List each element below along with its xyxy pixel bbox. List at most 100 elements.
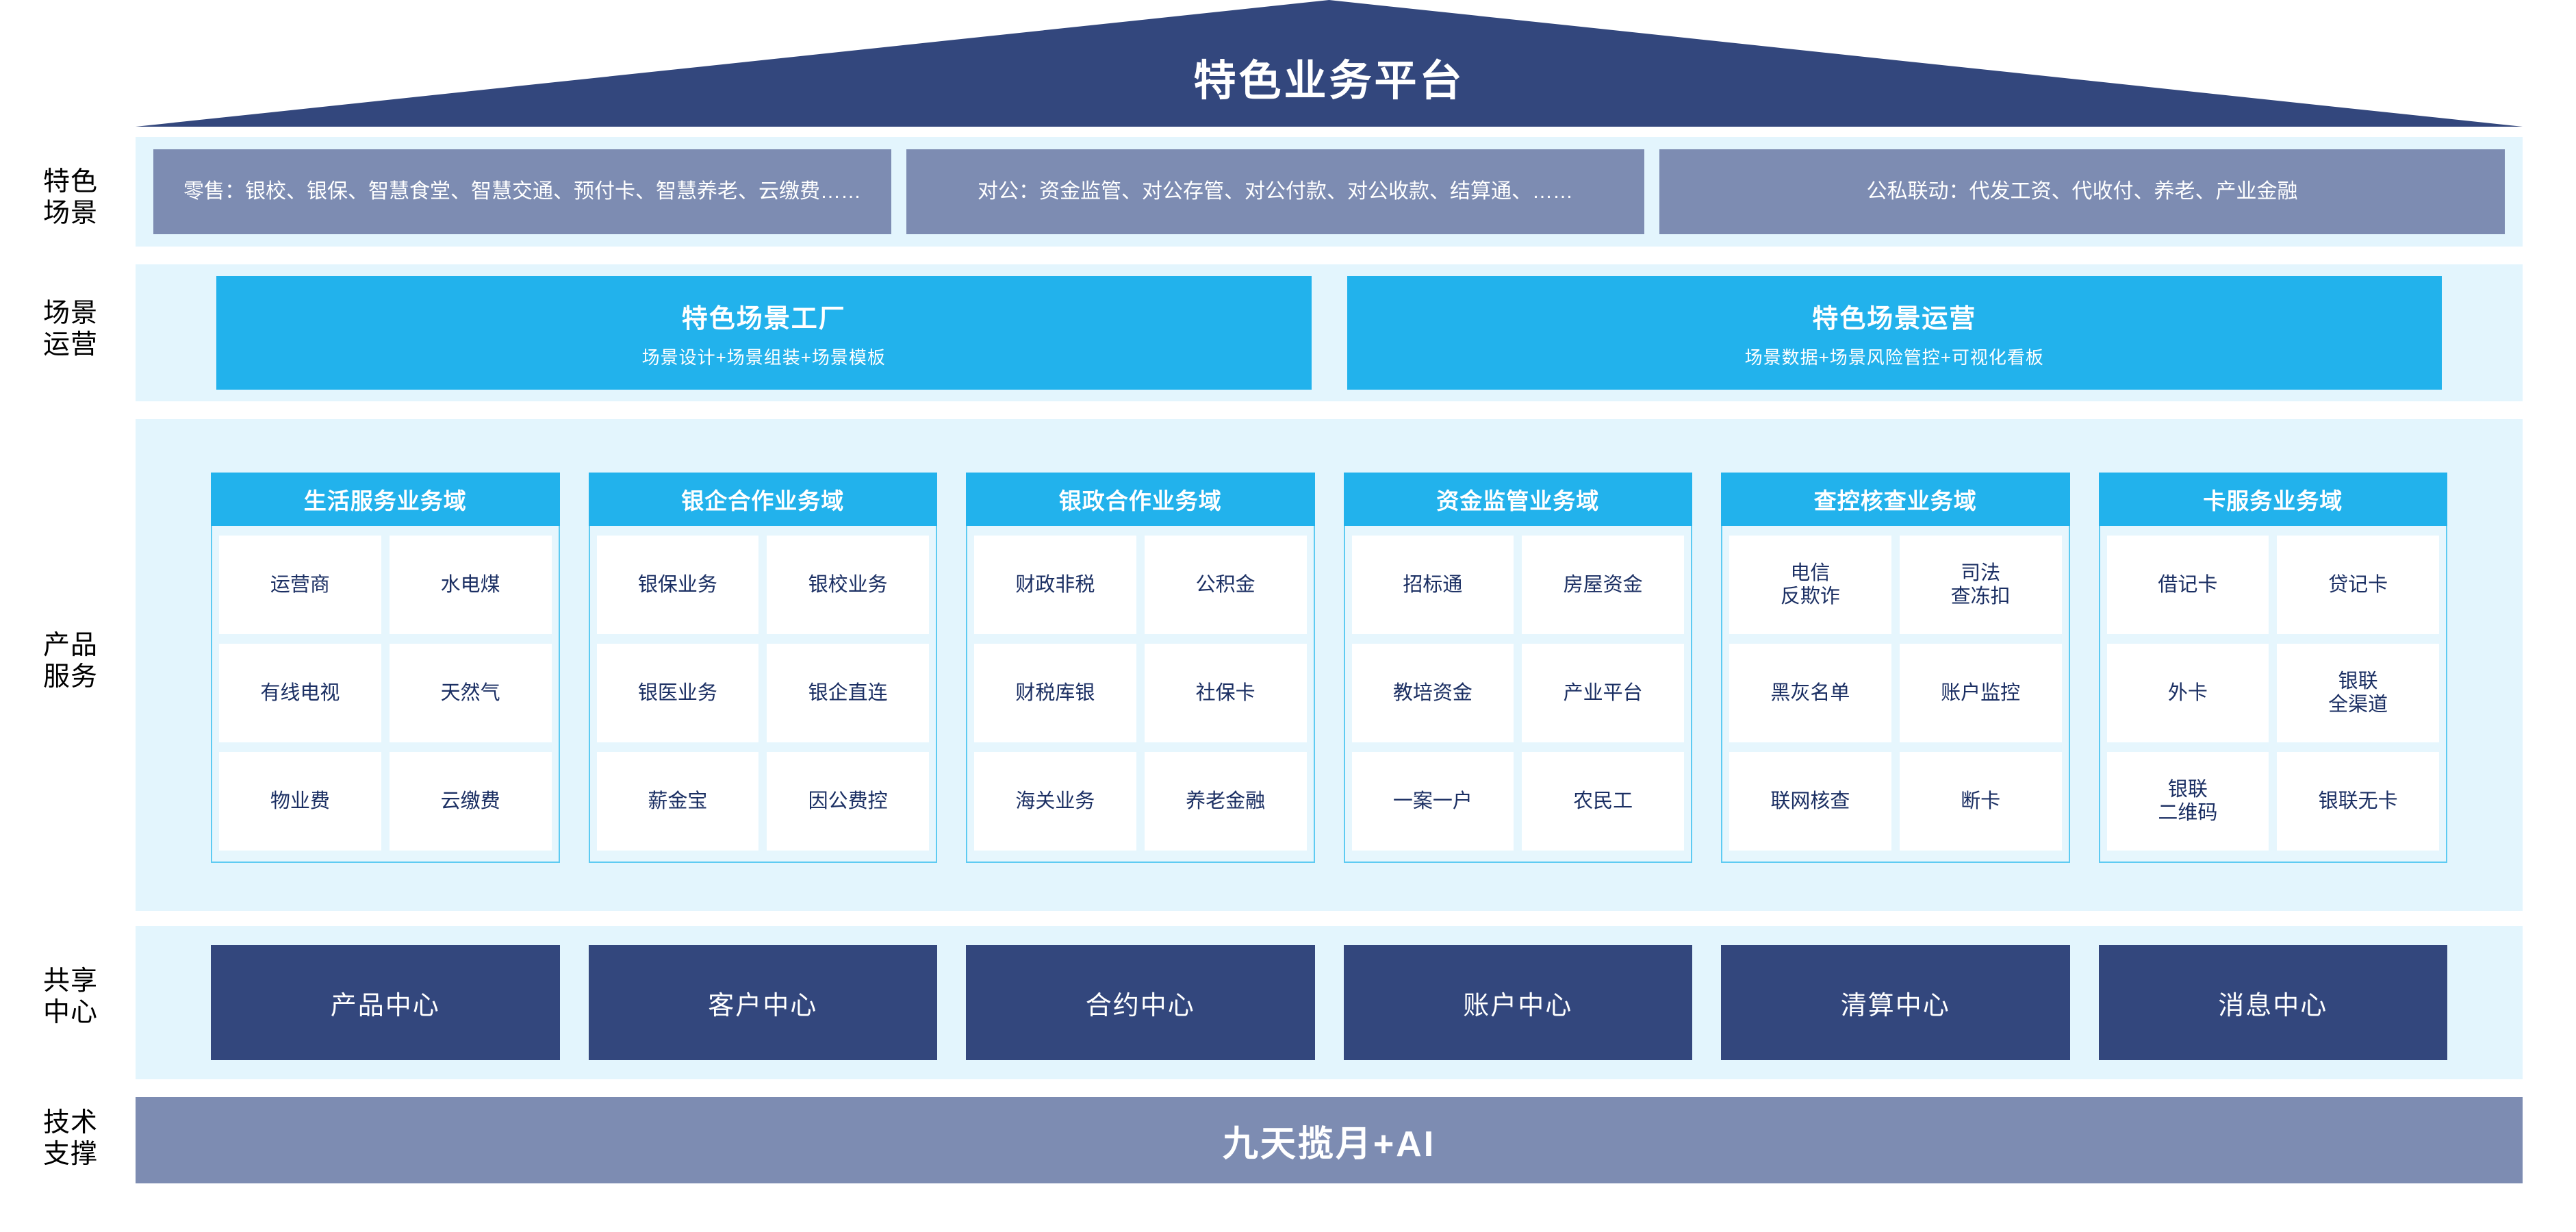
product-column-bank-enterprise: 银企合作业务域银保业务银校业务银医业务银企直连薪金宝因公费控: [588, 473, 937, 863]
product-cell[interactable]: 公积金: [1144, 536, 1307, 634]
product-cell[interactable]: 财税库银: [974, 644, 1136, 742]
shared-center-account[interactable]: 账户中心: [1343, 945, 1692, 1060]
operation-box-scene-operations-title: 特色场景运营: [1812, 304, 1977, 334]
product-cell-row: 外卡银联全渠道: [2106, 644, 2439, 742]
product-cell[interactable]: 招标通: [1351, 536, 1514, 634]
product-cell[interactable]: 断卡: [1899, 752, 2062, 851]
product-cell-row: 黑灰名单账户监控: [1729, 644, 2062, 742]
product-cell-row: 教培资金产业平台: [1351, 644, 1684, 742]
product-column-fund-supervision: 资金监管业务域招标通房屋资金教培资金产业平台一案一户农民工: [1343, 473, 1692, 863]
product-column-header[interactable]: 银政合作业务域: [966, 473, 1315, 526]
scene-row: 零售：银校、银保、智慧食堂、智慧交通、预付卡、智慧养老、云缴费…… 对公：资金监…: [136, 149, 2523, 234]
row-label-operation-line2: 运营: [42, 330, 98, 360]
product-column-header[interactable]: 资金监管业务域: [1343, 473, 1692, 526]
product-column-header[interactable]: 卡服务业务域: [2098, 473, 2447, 526]
operation-box-scene-operations-subtitle: 场景数据+场景风险管控+可视化看板: [1744, 347, 2044, 368]
product-cell[interactable]: 水电煤: [389, 536, 552, 634]
product-cell[interactable]: 电信反欺诈: [1729, 536, 1891, 634]
product-cell[interactable]: 银医业务: [596, 644, 759, 742]
page-title: 特色业务平台: [1193, 58, 1465, 105]
operation-box-scene-operations[interactable]: 特色场景运营 场景数据+场景风险管控+可视化看板: [1347, 276, 2442, 390]
product-cell[interactable]: 借记卡: [2106, 536, 2269, 634]
shared-center-row: 产品中心客户中心合约中心账户中心清算中心消息中心: [136, 945, 2523, 1060]
product-cell[interactable]: 运营商: [219, 536, 381, 634]
product-column-bank-government: 银政合作业务域财政非税公积金财税库银社保卡海关业务养老金融: [966, 473, 1315, 863]
row-label-shared-line2: 中心: [42, 998, 98, 1028]
shared-center-message[interactable]: 消息中心: [2098, 945, 2447, 1060]
product-cell[interactable]: 社保卡: [1144, 644, 1307, 742]
product-cell-row: 银医业务银企直连: [596, 644, 929, 742]
scene-box-public-private[interactable]: 公私联动：代发工资、代收付、养老、产业金融: [1659, 149, 2505, 234]
product-cell[interactable]: 因公费控: [767, 752, 929, 851]
product-column-body: 招标通房屋资金教培资金产业平台一案一户农民工: [1343, 526, 1692, 863]
shared-center-settlement[interactable]: 清算中心: [1721, 945, 2070, 1060]
product-cell[interactable]: 物业费: [219, 752, 381, 851]
product-cell-row: 有线电视天然气: [219, 644, 552, 742]
product-column-header[interactable]: 银企合作业务域: [588, 473, 937, 526]
product-cell[interactable]: 银校业务: [767, 536, 929, 634]
product-column-life-service: 生活服务业务域运营商水电煤有线电视天然气物业费云缴费: [211, 473, 560, 863]
product-cell[interactable]: 银联二维码: [2106, 752, 2269, 851]
product-cell-row: 薪金宝因公费控: [596, 752, 929, 851]
operation-box-scene-factory-subtitle: 场景设计+场景组装+场景模板: [641, 347, 886, 368]
product-cell-row: 电信反欺诈司法查冻扣: [1729, 536, 2062, 634]
scene-box-corporate[interactable]: 对公：资金监管、对公存管、对公付款、对公收款、结算通、……: [906, 149, 1644, 234]
product-cell[interactable]: 一案一户: [1351, 752, 1514, 851]
row-label-scene-line2: 场景: [42, 199, 98, 229]
operation-row: 特色场景工厂 场景设计+场景组装+场景模板 特色场景运营 场景数据+场景风险管控…: [136, 276, 2523, 390]
product-cell[interactable]: 银联全渠道: [2277, 644, 2439, 742]
product-cell[interactable]: 农民工: [1522, 752, 1684, 851]
tech-support-bar[interactable]: 九天揽月+AI: [136, 1097, 2523, 1183]
product-cell[interactable]: 薪金宝: [596, 752, 759, 851]
product-cell[interactable]: 房屋资金: [1522, 536, 1684, 634]
row-label-shared: 共享 中心: [12, 966, 129, 1029]
product-column-body: 运营商水电煤有线电视天然气物业费云缴费: [211, 526, 560, 863]
product-cell[interactable]: 外卡: [2106, 644, 2269, 742]
product-column-header[interactable]: 生活服务业务域: [211, 473, 560, 526]
scene-box-retail[interactable]: 零售：银校、银保、智慧食堂、智慧交通、预付卡、智慧养老、云缴费……: [153, 149, 891, 234]
product-column-body: 借记卡贷记卡外卡银联全渠道银联二维码银联无卡: [2098, 526, 2447, 863]
shared-center-contract[interactable]: 合约中心: [966, 945, 1315, 1060]
product-cell[interactable]: 产业平台: [1522, 644, 1684, 742]
row-label-shared-line1: 共享: [42, 966, 98, 996]
row-label-tech-line2: 支撑: [42, 1140, 98, 1170]
product-column-body: 电信反欺诈司法查冻扣黑灰名单账户监控联网核查断卡: [1721, 526, 2070, 863]
product-cell[interactable]: 银保业务: [596, 536, 759, 634]
product-cell-row: 银联二维码银联无卡: [2106, 752, 2439, 851]
product-column-header[interactable]: 查控核查业务域: [1721, 473, 2070, 526]
product-cell-row: 运营商水电煤: [219, 536, 552, 634]
product-cell-row: 物业费云缴费: [219, 752, 552, 851]
product-cell-row: 招标通房屋资金: [1351, 536, 1684, 634]
shared-center-customer[interactable]: 客户中心: [588, 945, 937, 1060]
product-cell-row: 财税库银社保卡: [974, 644, 1307, 742]
row-label-operation-line1: 场景: [42, 299, 98, 328]
product-cell[interactable]: 贷记卡: [2277, 536, 2439, 634]
product-cell[interactable]: 养老金融: [1144, 752, 1307, 851]
product-cell[interactable]: 天然气: [389, 644, 552, 742]
product-cell-row: 财政非税公积金: [974, 536, 1307, 634]
operation-box-scene-factory[interactable]: 特色场景工厂 场景设计+场景组装+场景模板: [216, 276, 1312, 390]
product-cell-row: 借记卡贷记卡: [2106, 536, 2439, 634]
product-cell[interactable]: 黑灰名单: [1729, 644, 1891, 742]
product-cell[interactable]: 银联无卡: [2277, 752, 2439, 851]
product-cell[interactable]: 联网核查: [1729, 752, 1891, 851]
product-row: 生活服务业务域运营商水电煤有线电视天然气物业费云缴费银企合作业务域银保业务银校业…: [136, 473, 2523, 863]
row-label-tech: 技术 支撑: [12, 1107, 129, 1170]
row-label-product-line2: 服务: [42, 662, 98, 692]
product-cell-row: 联网核查断卡: [1729, 752, 2062, 851]
shared-center-product[interactable]: 产品中心: [211, 945, 560, 1060]
product-column-investigation: 查控核查业务域电信反欺诈司法查冻扣黑灰名单账户监控联网核查断卡: [1721, 473, 2070, 863]
product-cell[interactable]: 财政非税: [974, 536, 1136, 634]
product-cell-row: 银保业务银校业务: [596, 536, 929, 634]
operation-box-scene-factory-title: 特色场景工厂: [681, 304, 846, 334]
product-cell[interactable]: 司法查冻扣: [1899, 536, 2062, 634]
row-label-operation: 场景 运营: [12, 298, 129, 361]
product-cell[interactable]: 账户监控: [1899, 644, 2062, 742]
product-column-card-service: 卡服务业务域借记卡贷记卡外卡银联全渠道银联二维码银联无卡: [2098, 473, 2447, 863]
product-cell[interactable]: 教培资金: [1351, 644, 1514, 742]
product-cell[interactable]: 有线电视: [219, 644, 381, 742]
product-cell[interactable]: 银企直连: [767, 644, 929, 742]
product-cell[interactable]: 海关业务: [974, 752, 1136, 851]
product-cell[interactable]: 云缴费: [389, 752, 552, 851]
product-column-body: 财政非税公积金财税库银社保卡海关业务养老金融: [966, 526, 1315, 863]
